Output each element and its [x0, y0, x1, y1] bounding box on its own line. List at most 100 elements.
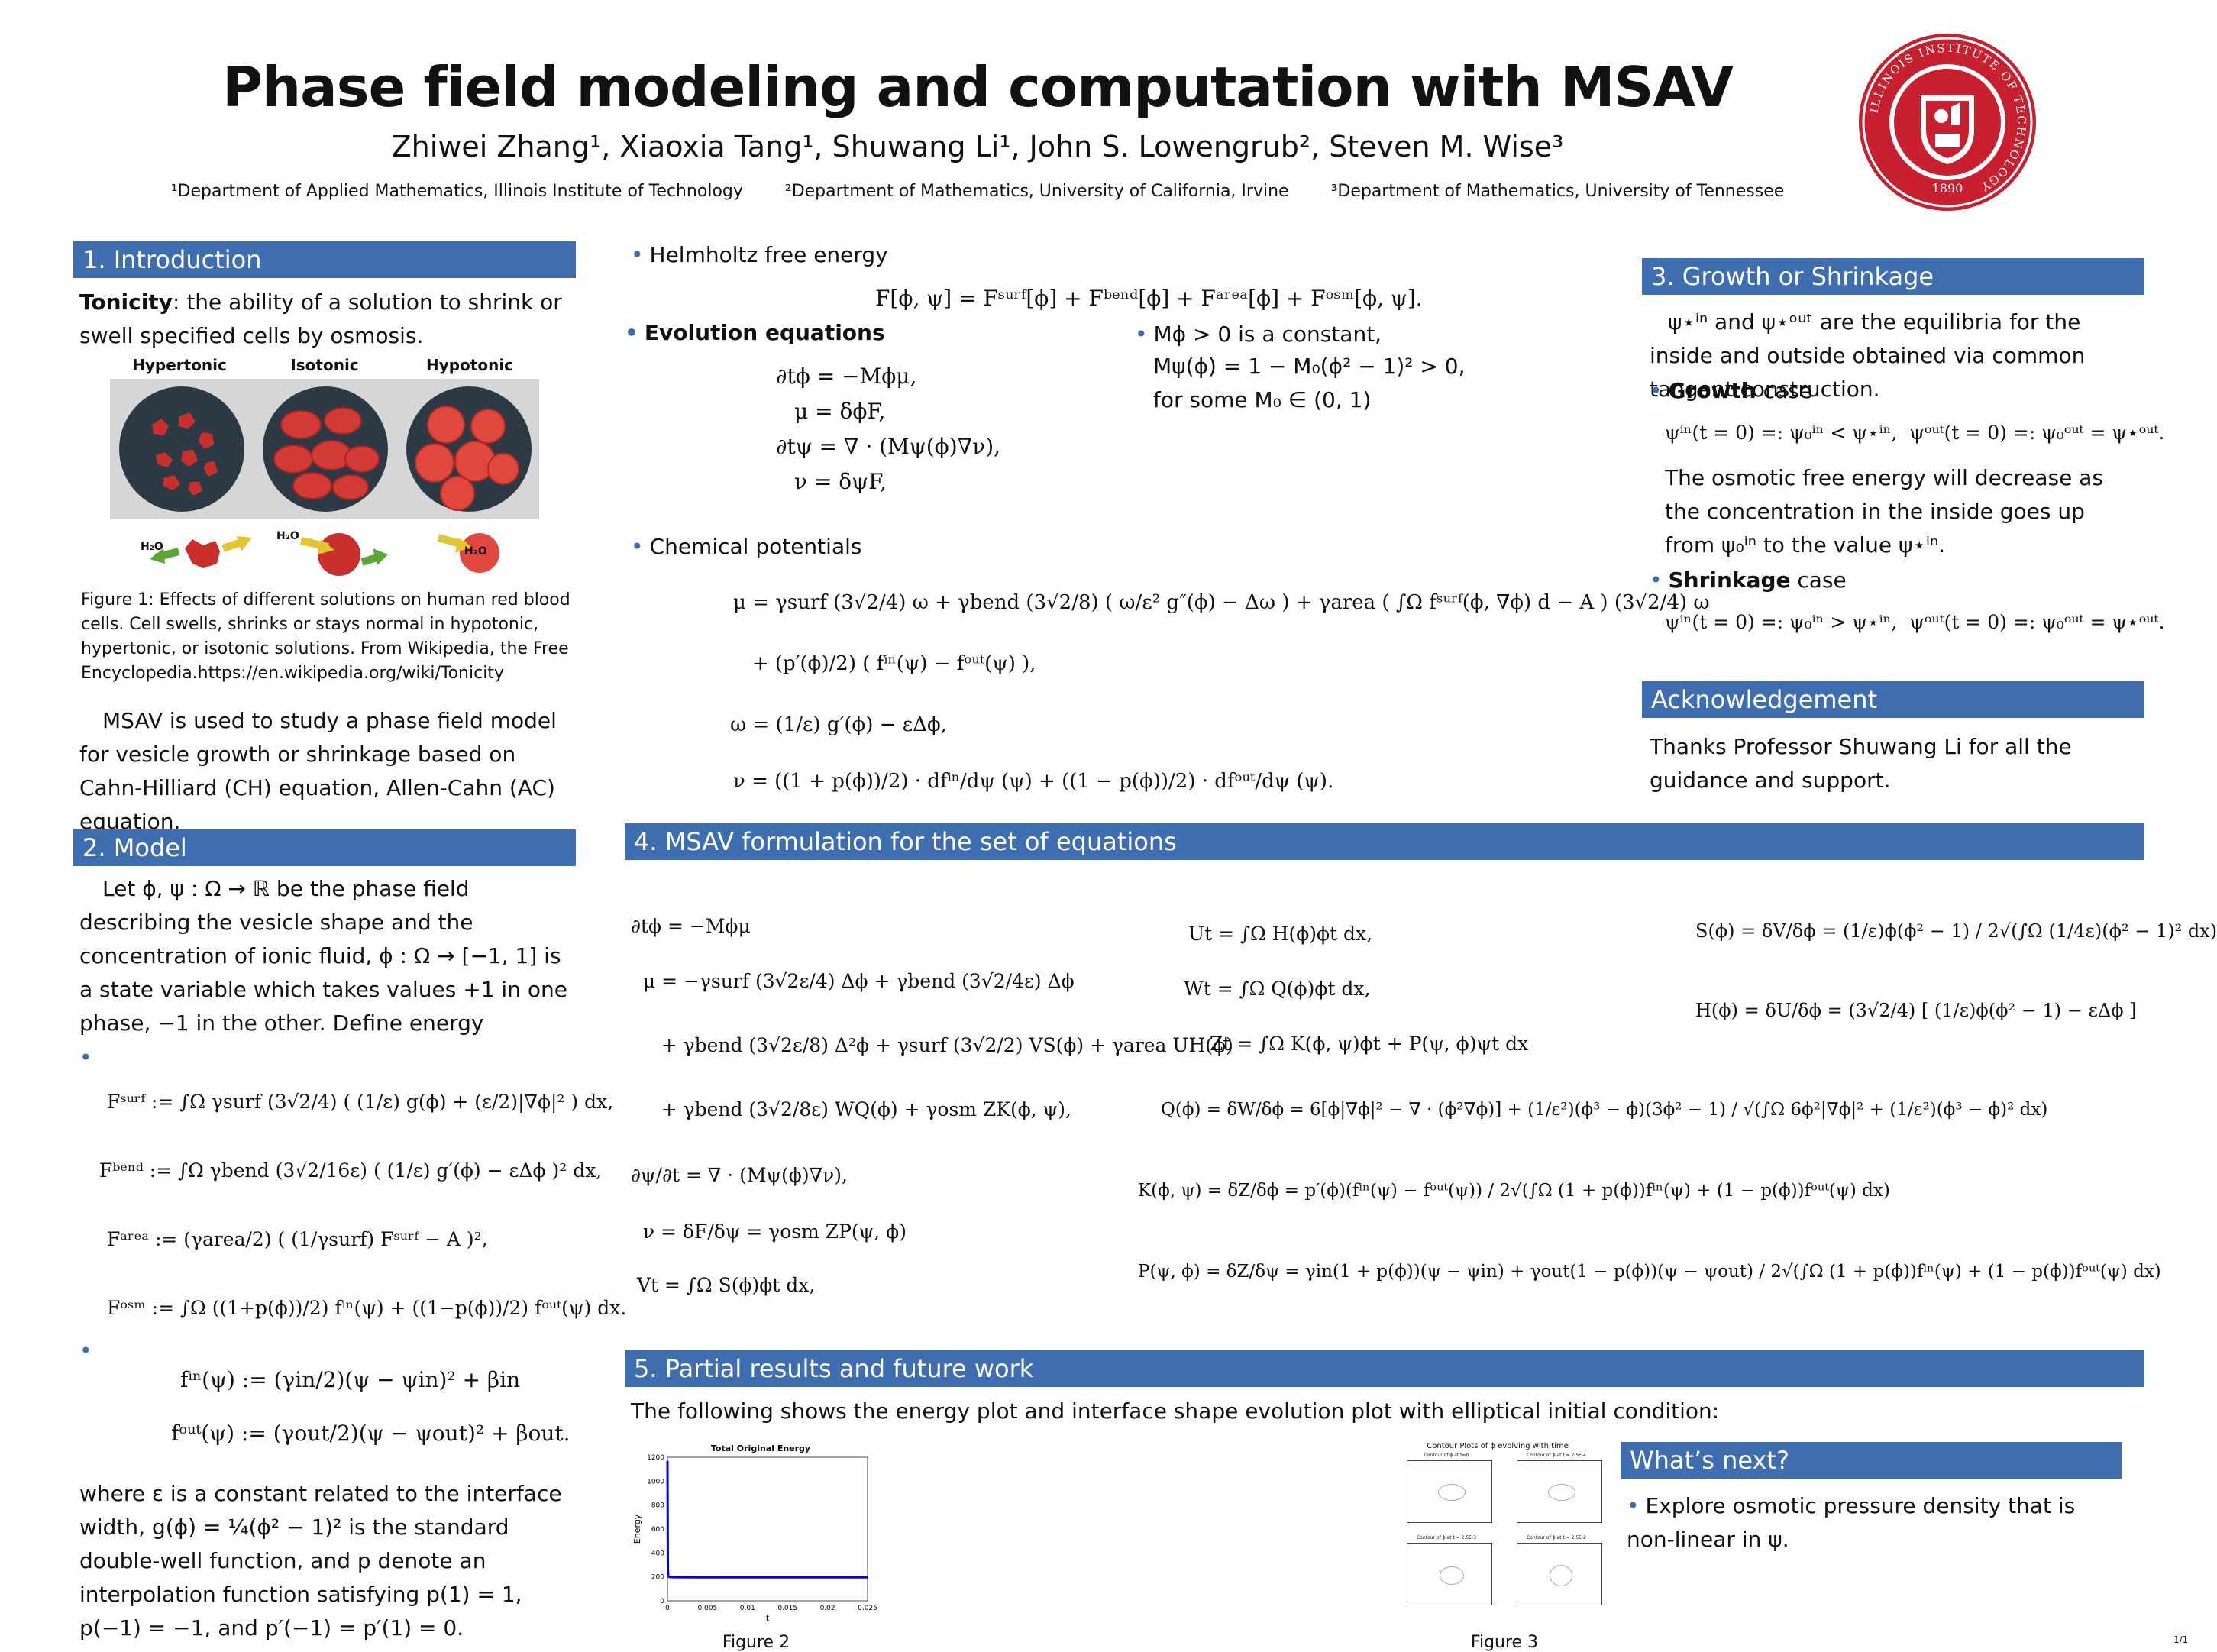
author-list: Zhiwei Zhang¹, Xiaoxia Tang¹, Shuwang Li… — [391, 130, 1564, 163]
figure-1-caption: Figure 1: Effects of different solutions… — [81, 590, 570, 683]
x-tick-label: 0.01 — [740, 1605, 755, 1612]
msav-eq-q: Q(ϕ) = δW/δϕ = 6[ϕ|∇ϕ|² − ∇ · (ϕ²∇ϕ)] + … — [1161, 1100, 2048, 1120]
msav-eq-h: H(ϕ) = δU/δϕ = (3√2/4) [ (1/ε)ϕ(ϕ² − 1) … — [1695, 1000, 2137, 1021]
eq-chem-omega: ω = (1/ε) g′(ϕ) − εΔϕ, — [730, 713, 947, 736]
eq-f-out: fᵒᵘᵗ(ψ) := (γout/2)(ψ − ψout)² + βout. — [171, 1421, 570, 1446]
eq-f-osm: Fᵒˢᵐ := ∫Ω ((1+p(ϕ))/2) fⁱⁿ(ψ) + ((1−p(ϕ… — [107, 1297, 627, 1319]
eq-f-area: Fᵃʳᵉᵃ := (γarea/2) ( (1/γsurf) Fˢᵘʳᶠ − A… — [107, 1228, 488, 1250]
figure-2-caption: Figure 2 — [722, 1633, 790, 1652]
msav-intro-text: MSAV is used to study a phase field mode… — [79, 708, 557, 834]
section-header-growth: 3. Growth or Shrinkage — [1642, 258, 2144, 295]
eq-evolution-3: ∂tψ = ∇ · (Mψ(ϕ)∇ν), — [776, 434, 1001, 459]
section-header-acknowledgement: Acknowledgement — [1642, 681, 2144, 718]
contour-figure: Contour Plots of ϕ evolving with time Co… — [1387, 1442, 1608, 1618]
y-tick-label: 1200 — [647, 1454, 664, 1462]
acknowledgement-text: Thanks Professor Shuwang Li for all the … — [1650, 734, 2072, 793]
svg-text:1890: 1890 — [1932, 181, 1963, 196]
eq-f-surf: Fˢᵘʳᶠ := ∫Ω γsurf (3√2/4) ( (1/ε) g(ϕ) +… — [107, 1091, 614, 1113]
affiliation-2: ²Department of Mathematics, University o… — [784, 182, 1289, 201]
whats-next-item: Explore osmotic pressure density that is… — [1627, 1489, 2115, 1557]
bullet-f-in-out — [79, 1338, 99, 1363]
tonicity-definition: Tonicity: the ability of a solution to s… — [79, 286, 576, 353]
contour-panel-title-1: Contour of ϕ at t=0 — [1424, 1453, 1469, 1458]
affiliation-1: ¹Department of Applied Mathematics, Illi… — [170, 182, 743, 201]
x-tick-label: 0.015 — [777, 1605, 797, 1612]
bullet-energy-defs — [79, 1045, 99, 1070]
eq-evolution-1: ∂tϕ = −Mϕμ, — [776, 364, 917, 389]
eq-f-bend: Fᵇᵉⁿᵈ := ∫Ω γbend (3√2/16ε) ( (1/ε) g′(ϕ… — [99, 1159, 603, 1182]
affiliations: ¹Department of Applied Mathematics, Illi… — [0, 182, 1955, 201]
plot-frame — [667, 1456, 868, 1602]
label-hypotonic: Hypotonic — [425, 356, 514, 374]
chemical-potentials-label: Chemical potentials — [631, 530, 862, 564]
page-number: 1/1 — [2173, 1634, 2189, 1645]
contour-panel-title-2: Contour of ϕ at t = 2.5E-4 — [1527, 1453, 1586, 1458]
growth-case-label: Growth case — [1650, 374, 1813, 408]
results-text: The following shows the energy plot and … — [631, 1398, 1720, 1424]
contour-panel-title-3: Contour of ϕ at t = 2.5E-3 — [1417, 1535, 1476, 1540]
msav-eq-p: P(ψ, ϕ) = δZ/δψ = γin(1 + p(ϕ))(ψ − ψin)… — [1138, 1262, 2161, 1282]
contour-panel-3: Contour of ϕ at t = 2.5E-3 — [1401, 1535, 1492, 1612]
y-tick-label: 1000 — [647, 1478, 664, 1486]
section-header-msav: 4. MSAV formulation for the set of equat… — [625, 823, 2144, 860]
contour-panel-2: Contour of ϕ at t = 2.5E-4 — [1511, 1453, 1602, 1529]
msav-eq-ut: Ut = ∫Ω H(ϕ)ϕt dx, — [1188, 923, 1373, 945]
affiliation-3: ³Department of Mathematics, University o… — [1330, 182, 1785, 201]
msav-eq-1: ∂tϕ = −Mϕμ — [631, 915, 751, 937]
msav-eq-k: K(ϕ, ψ) = δZ/δϕ = p′(ϕ)(fⁱⁿ(ψ) − fᵒᵘᵗ(ψ)… — [1138, 1181, 1890, 1201]
eq-evolution-4: ν = δψF, — [794, 469, 887, 494]
shrinkage-term: Shrinkage — [1668, 567, 1791, 593]
section-header-results: 5. Partial results and future work — [625, 1350, 2144, 1387]
eq-evolution-2: μ = δϕF, — [794, 399, 886, 424]
shrinkage-case-word: case — [1790, 567, 1847, 593]
eq-helmholtz: F[ϕ, ψ] = Fˢᵘʳᶠ[ϕ] + Fᵇᵉⁿᵈ[ϕ] + Fᵃʳᵉᵃ[ϕ]… — [875, 286, 1423, 311]
contour-panel-title-4: Contour of ϕ at t = 2.5E-2 — [1527, 1535, 1586, 1540]
tonicity-term: Tonicity — [79, 289, 173, 315]
contour-figure-title: Contour Plots of ϕ evolving with time — [1427, 1442, 1569, 1450]
eq-shrinkage: ψⁱⁿ(t = 0) =: ψ₀ⁱⁿ > ψ⋆ⁱⁿ, ψᵒᵘᵗ(t = 0) =… — [1665, 611, 2165, 633]
section-header-introduction: 1. Introduction — [73, 241, 576, 278]
msav-eq-4: + γbend (3√2/8ε) WQ(ϕ) + γosm ZK(ϕ, ψ), — [631, 1098, 1071, 1120]
msav-eq-7: Vt = ∫Ω S(ϕ)ϕt dx, — [631, 1274, 816, 1296]
section-header-model: 2. Model — [73, 829, 576, 866]
y-tick-label: 0 — [660, 1598, 664, 1605]
figure-3-caption: Figure 3 — [1470, 1633, 1539, 1652]
evolution-label: Evolution equations — [625, 316, 885, 350]
y-tick-label: 400 — [651, 1550, 664, 1557]
label-hypertonic: Hypertonic — [132, 356, 227, 374]
msav-eq-s: S(ϕ) = δV/δϕ = (1/ε)ϕ(ϕ² − 1) / 2√(∫Ω (1… — [1695, 920, 2217, 942]
model-description: Let ϕ, ψ : Ω → ℝ be the phase field desc… — [79, 876, 567, 1036]
plot-title: Total Original Energy — [711, 1443, 810, 1453]
growth-explanation: The osmotic free energy will decrease as… — [1665, 465, 2103, 558]
shrinkage-case-label: Shrinkage case — [1650, 564, 1847, 597]
university-seal-logo: ILLINOIS INSTITUTE OF TECHNOLOGY 1890 — [1859, 34, 2036, 211]
mobility-line-3: for some M₀ ∈ (0, 1) — [1153, 387, 1372, 412]
msav-eq-2: μ = −γsurf (3√2ε/4) Δϕ + γbend (3√2/4ε) … — [631, 970, 1075, 992]
water-label-isotonic: H₂O — [276, 530, 299, 542]
helmholtz-label: Helmholtz free energy — [631, 238, 888, 272]
growth-term: Growth — [1668, 378, 1756, 403]
mobility-line-2: Mψ(ϕ) = 1 − M₀(ϕ² − 1)² > 0, — [1153, 354, 1466, 379]
y-tick-label: 800 — [651, 1502, 664, 1510]
tonicity-text: : the ability of a solution to shrink or… — [79, 289, 562, 348]
water-label-hypertonic: H₂O — [141, 541, 163, 553]
plot-x-label: t — [766, 1613, 770, 1623]
model-notation-text: where ε is a constant related to the int… — [79, 1481, 562, 1641]
contour-panel-1: Contour of ϕ at t=0 — [1401, 1453, 1492, 1529]
eq-chem-mu-cont: + (p′(ϕ)/2) ( fⁱⁿ(ψ) − fᵒᵘᵗ(ψ) ), — [733, 652, 1036, 675]
eq-chem-nu: ν = ((1 + p(ϕ))/2) · dfⁱⁿ/dψ (ψ) + ((1 −… — [733, 770, 1334, 793]
msav-eq-zt: Zt = ∫Ω K(ϕ, ψ)ϕt + P(ψ, ϕ)ψt dx — [1210, 1033, 1529, 1055]
blood-cell-illustration — [119, 386, 532, 512]
energy-series-line — [666, 1460, 868, 1579]
section-header-whats-next: What’s next? — [1621, 1442, 2122, 1479]
eq-growth: ψⁱⁿ(t = 0) =: ψ₀ⁱⁿ < ψ⋆ⁱⁿ, ψᵒᵘᵗ(t = 0) =… — [1665, 422, 2165, 444]
poster-title: Phase field modeling and computation wit… — [222, 55, 1734, 119]
x-tick-label: 0.025 — [858, 1605, 877, 1612]
x-tick-label: 0.005 — [698, 1605, 718, 1612]
water-label-hypotonic: H₂O — [464, 545, 487, 558]
osmosis-arrows-diagram — [150, 533, 499, 576]
mobility-line-1: Mϕ > 0 is a constant, — [1135, 318, 1382, 351]
plot-y-label: Energy — [632, 1514, 642, 1544]
msav-eq-6: ν = δF/δψ = γosm ZP(ψ, ϕ) — [631, 1220, 907, 1243]
msav-eq-wt: Wt = ∫Ω Q(ϕ)ϕt dx, — [1184, 978, 1371, 1000]
